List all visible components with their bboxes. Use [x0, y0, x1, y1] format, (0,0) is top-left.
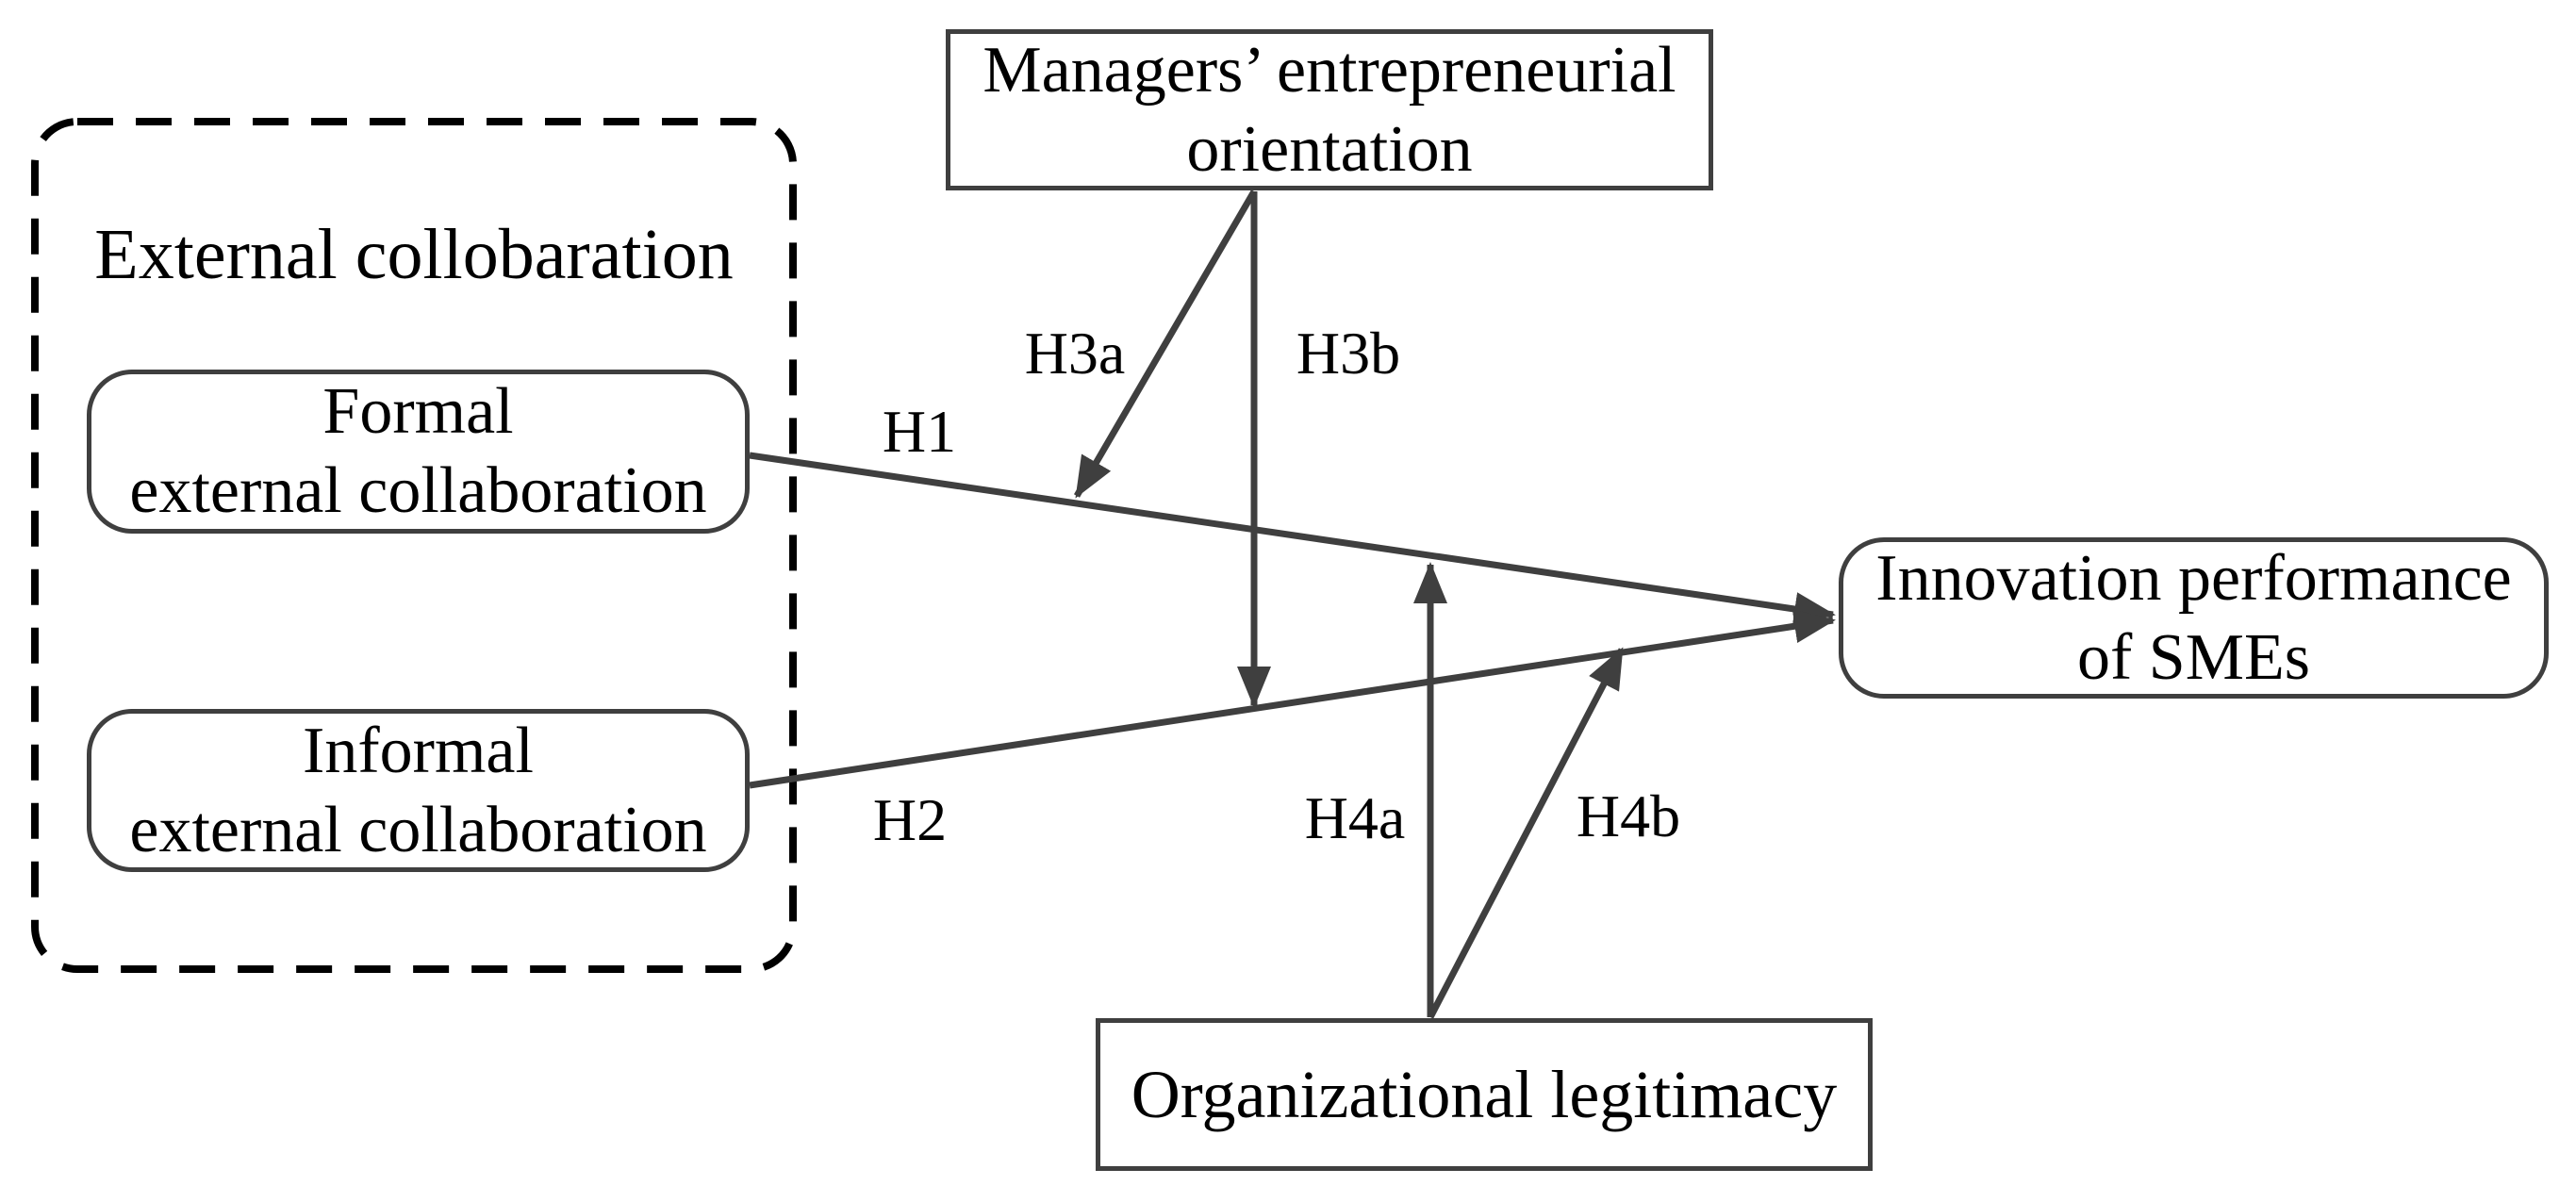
h4b-arrow	[1427, 647, 1626, 1019]
innovation-label-line1: Innovation performance	[1875, 541, 2512, 615]
formal-external-collaboration-box: Formal external collaboration	[87, 370, 750, 534]
informal-label-line2: external collaboration	[129, 793, 707, 866]
h3b-label: H3b	[1296, 320, 1401, 387]
h4a-label: H4a	[1304, 784, 1406, 851]
managers-entrepreneurial-orientation-box: Managers’ entrepreneurial orientation	[946, 29, 1713, 190]
innovation-performance-of-smes-box: Innovation performance of SMEs	[1839, 537, 2549, 699]
h1-arrow	[749, 452, 1836, 626]
h2-arrow	[749, 609, 1836, 789]
informal-label-line1: Informal	[303, 714, 534, 787]
informal-external-collaboration-box: Informal external collaboration	[87, 709, 750, 872]
innovation-label-line2: of SMEs	[2077, 620, 2310, 694]
h3a-label: H3a	[1024, 320, 1126, 387]
legitimacy-label-line1: Organizational legitimacy	[1131, 1057, 1838, 1132]
external-collaboration-group-title: External collobaration	[94, 215, 734, 294]
h2-label: H2	[872, 786, 948, 853]
meo-label-line2: orientation	[1186, 112, 1473, 186]
h3a-arrow	[1073, 189, 1258, 499]
external-collaboration-group-border	[31, 118, 797, 973]
organizational-legitimacy-box: Organizational legitimacy	[1096, 1018, 1873, 1171]
formal-label-line1: Formal	[322, 375, 514, 448]
meo-label-line1: Managers’ entrepreneurial	[983, 33, 1676, 107]
h1-label: H1	[882, 398, 957, 465]
h4b-label: H4b	[1576, 782, 1681, 849]
formal-label-line2: external collaboration	[129, 454, 707, 527]
